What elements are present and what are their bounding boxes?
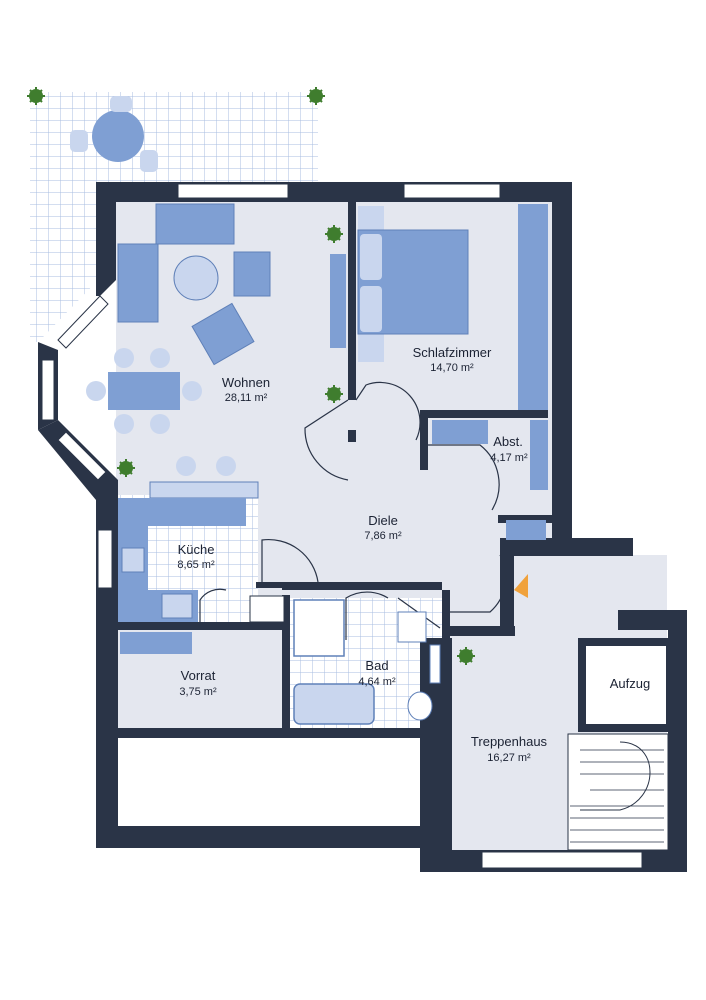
room-name-bad: Bad [365, 658, 388, 673]
room-name-kueche: Küche [178, 542, 215, 557]
entrance-marker-icon [514, 574, 528, 598]
plant-icon [307, 87, 325, 105]
room-area-bad: 4,64 m² [358, 676, 396, 688]
room-name-wohnen: Wohnen [222, 375, 270, 390]
room-labels: Wohnen 28,11 m² Schlafzimmer 14,70 m² Ab… [177, 345, 650, 764]
room-name-abst: Abst. [493, 434, 523, 449]
plant-icons [27, 87, 475, 665]
room-area-abst: 4,17 m² [490, 452, 528, 464]
room-area-schlafzimmer: 14,70 m² [430, 362, 474, 374]
storage-area [118, 738, 440, 826]
plant-icon [325, 225, 343, 243]
staircase [567, 733, 669, 851]
plant-icon [117, 459, 135, 477]
plant-icon [27, 87, 45, 105]
windows [41, 183, 643, 869]
room-area-treppenhaus: 16,27 m² [487, 752, 531, 764]
room-name-schlafzimmer: Schlafzimmer [413, 345, 492, 360]
room-name-aufzug: Aufzug [610, 676, 650, 691]
plant-icon [457, 647, 475, 665]
furniture [70, 96, 670, 851]
room-name-vorrat: Vorrat [181, 668, 216, 683]
room-name-treppenhaus: Treppenhaus [471, 734, 548, 749]
room-name-diele: Diele [368, 513, 398, 528]
room-area-diele: 7,86 m² [364, 530, 402, 542]
room-area-vorrat: 3,75 m² [179, 686, 217, 698]
room-area-kueche: 8,65 m² [177, 559, 215, 571]
plant-icon [325, 385, 343, 403]
room-area-wohnen: 28,11 m² [225, 392, 268, 404]
doors [199, 381, 507, 640]
